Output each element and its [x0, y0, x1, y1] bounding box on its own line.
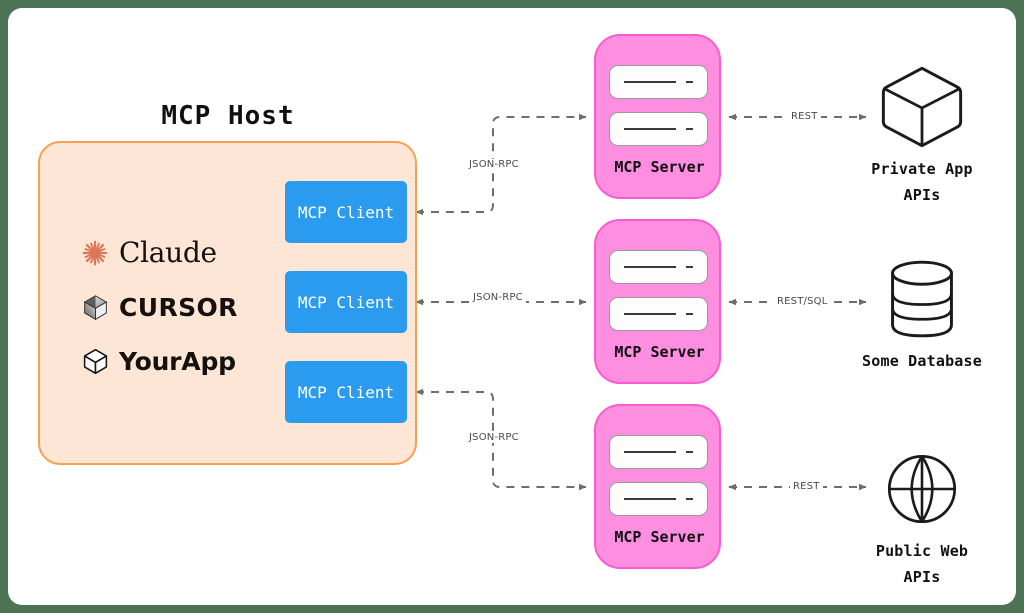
mcp-server-1[interactable]: MCP Server: [594, 219, 721, 384]
rack-line: [624, 451, 676, 453]
cube-icon: [832, 58, 1012, 156]
mcp-client-1[interactable]: MCP Client: [285, 271, 407, 333]
host-app-list: Claude CURSOR: [80, 226, 260, 388]
server-rack-unit: [609, 65, 708, 99]
rack-line: [624, 266, 676, 268]
server-rack-unit: [609, 112, 708, 146]
globe-icon: [832, 440, 1012, 538]
edge-label-jsonrpc-2: JSON-RPC: [466, 432, 522, 443]
endpoint-some-database: Some Database: [832, 250, 1012, 374]
mcp-client-2[interactable]: MCP Client: [285, 361, 407, 423]
endpoint-label-line1: Some Database: [862, 352, 982, 370]
endpoint-label-line1: Public Web: [875, 542, 969, 560]
rack-line: [624, 128, 676, 130]
rack-line: [624, 81, 676, 83]
endpoint-label-line2: APIs: [903, 186, 941, 204]
server-rack-unit: [609, 250, 708, 284]
mcp-server-label-1: MCP Server: [614, 343, 705, 361]
mcp-server-2[interactable]: MCP Server: [594, 404, 721, 569]
claude-asterisk-icon: [80, 238, 110, 268]
app-label-claude: Claude: [119, 236, 217, 269]
mcp-server-0[interactable]: MCP Server: [594, 34, 721, 199]
mcp-client-0[interactable]: MCP Client: [285, 181, 407, 243]
endpoint-private-app-apis: Private App APIs: [832, 58, 1012, 208]
mcp-host-title: MCP Host: [161, 101, 295, 131]
server-rack-unit: [609, 297, 708, 331]
app-row-cursor: CURSOR: [80, 280, 260, 334]
edge-label-rest-0: REST: [788, 111, 821, 122]
endpoint-label-line1: Private App: [871, 160, 973, 178]
rack-indicator: [686, 451, 693, 453]
rack-indicator: [686, 81, 693, 83]
server-rack-unit: [609, 435, 708, 469]
rack-indicator: [686, 266, 693, 268]
generic-cube-icon: [80, 346, 110, 376]
cursor-cube-icon: [80, 292, 110, 322]
edge-label-jsonrpc-0: JSON-RPC: [466, 159, 522, 170]
mcp-server-label-0: MCP Server: [614, 158, 705, 176]
endpoint-label-line2: APIs: [903, 568, 941, 586]
app-row-yourapp: YourApp: [80, 334, 260, 388]
app-label-yourapp: YourApp: [119, 346, 236, 376]
rack-line: [624, 498, 676, 500]
app-row-claude: Claude: [80, 226, 260, 280]
rack-indicator: [686, 498, 693, 500]
edge-label-rest-2: REST: [790, 481, 823, 492]
server-rack-unit: [609, 482, 708, 516]
endpoint-public-web-apis: Public Web APIs: [832, 440, 1012, 590]
edge-label-jsonrpc-1: JSON-RPC: [470, 292, 526, 303]
edge-label-rest-sql: REST/SQL: [774, 296, 831, 307]
database-icon: [832, 250, 1012, 348]
rack-indicator: [686, 128, 693, 130]
rack-line: [624, 313, 676, 315]
mcp-server-label-2: MCP Server: [614, 528, 705, 546]
app-label-cursor: CURSOR: [119, 292, 238, 322]
rack-indicator: [686, 313, 693, 315]
